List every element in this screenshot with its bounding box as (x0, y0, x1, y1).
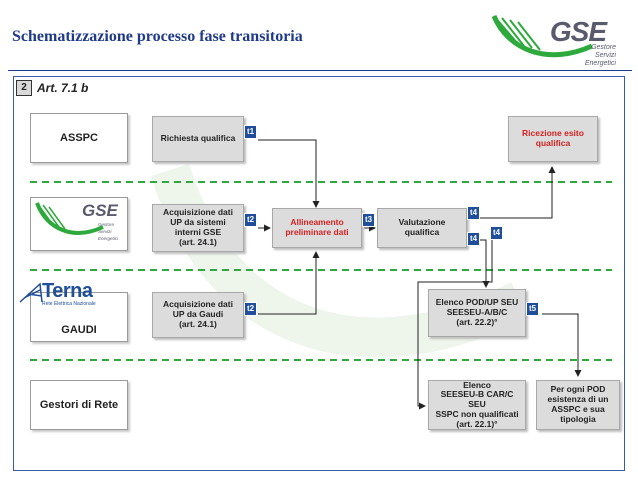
label-t2-gse: t2 (244, 213, 258, 227)
gse-logo-line-2: Servizi (594, 52, 616, 59)
box-acquisizione-gse: Acquisizione dati UP da sistemi interni … (152, 204, 244, 252)
lane-gse-name: GSE (82, 201, 118, 220)
box-allineamento: Allineamento preliminare dati (272, 208, 362, 248)
lane-gse-line-1: Gestore (98, 222, 115, 227)
terna-logo-sub: Rete Elettrica Nazionale (42, 301, 96, 307)
section-number: 2 (16, 80, 32, 96)
box-elenco-seu: Elenco SEESEU-B CAR/C SEU SSPC non quali… (428, 380, 526, 430)
terna-pylon-icon (19, 282, 43, 303)
gse-logo-text: GSE (549, 16, 607, 47)
header-rule (8, 70, 632, 71)
gse-logo-line-1: Gestore (591, 44, 616, 51)
label-t4-upper: t4 (467, 206, 481, 220)
section-label: Art. 7.1 b (37, 81, 89, 95)
box-elenco-pod: Elenco POD/UP SEU SEESEU-A/B/C (art. 22.… (428, 289, 526, 337)
gse-logo: GSE Gestore Servizi Energetici (488, 10, 630, 68)
box-per-ogni-pod: Per ogni POD esistenza di un ASSPC e sua… (536, 380, 620, 430)
gse-logo-line-3: Energetici (584, 60, 616, 67)
box-valutazione: Valutazione qualifica (377, 208, 467, 248)
label-t1: t1 (244, 125, 258, 139)
box-acquisizione-gaudi: Acquisizione dati UP da Gaudi (art. 24.1… (152, 292, 244, 338)
page-title: Schematizzazione processo fase transitor… (12, 28, 303, 45)
box-richiesta-qualifica: Richiesta qualifica (152, 116, 244, 162)
lane-gse-line-3: Energetici (98, 236, 119, 241)
label-t4-branch: t4 (490, 226, 504, 240)
lane-gestori-di-rete: Gestori di Rete (30, 380, 128, 430)
label-t5: t5 (526, 302, 540, 316)
label-t4-lower: t4 (467, 232, 481, 246)
lane-gaudi: GAUDI (30, 292, 128, 342)
box-ricezione-esito: Ricezione esito qualifica (508, 116, 598, 162)
gse-swoosh-icon (491, 14, 594, 58)
label-t2-gaudi: t2 (244, 302, 258, 316)
lane-asspc: ASSPC (30, 113, 128, 163)
terna-logo-text: Terna (42, 280, 93, 302)
lane-gse-line-2: Servizi (98, 229, 112, 234)
gse-small-swoosh-icon (35, 202, 104, 235)
section-tag: 2 Art. 7.1 b (16, 80, 88, 96)
lane-gse (30, 197, 128, 251)
label-t3: t3 (362, 213, 376, 227)
